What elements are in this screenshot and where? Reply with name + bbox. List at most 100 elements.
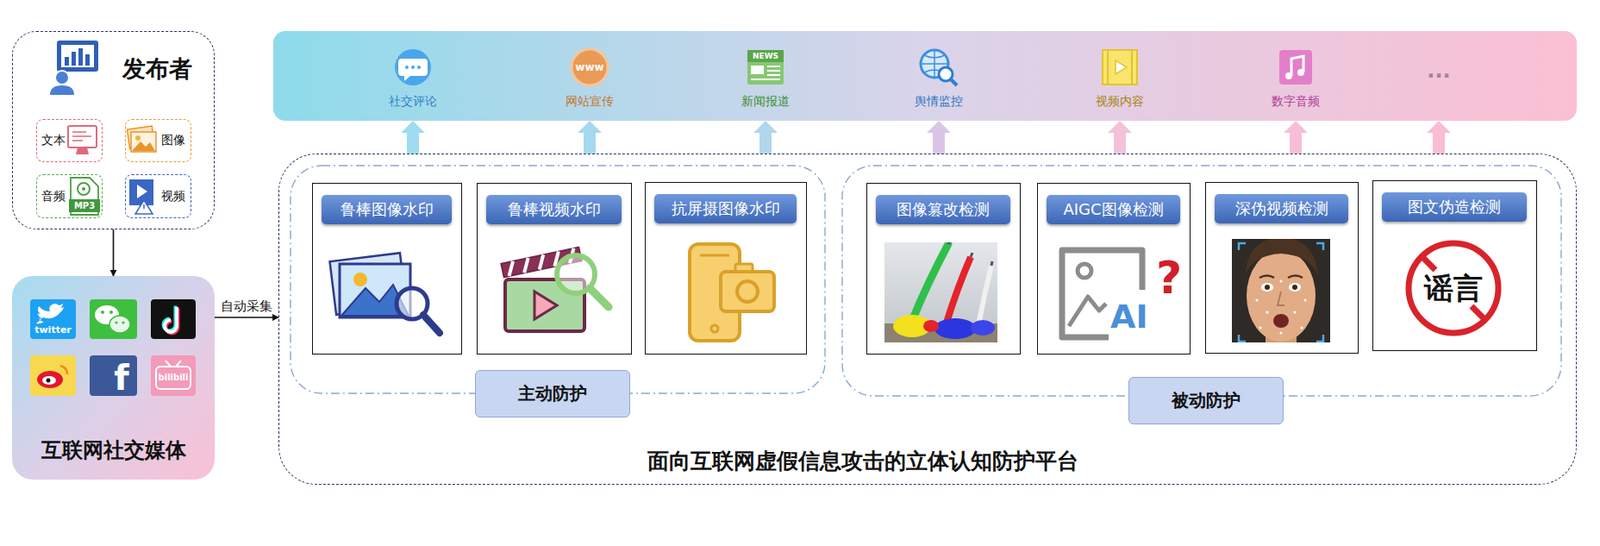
tiktok-logo xyxy=(150,299,196,339)
tampered-photo xyxy=(884,242,998,343)
twitter-logo xyxy=(30,299,76,339)
output-band xyxy=(273,31,1577,121)
web-icon xyxy=(571,49,608,86)
video-watermark-illustration xyxy=(589,287,609,307)
weibo-logo xyxy=(42,375,57,385)
twitter-logo xyxy=(36,303,64,324)
tiktok-logo xyxy=(164,306,177,332)
deepfake-face xyxy=(1266,311,1269,314)
group-title: 被动防护 xyxy=(1128,376,1284,425)
monitor-icon xyxy=(950,79,957,86)
deepfake-face xyxy=(1273,313,1289,328)
deepfake-face xyxy=(1280,280,1283,283)
screen-shoot-illustration xyxy=(711,325,719,332)
output-channel-item: 视频内容 xyxy=(1063,44,1176,121)
deepfake-face xyxy=(1261,282,1274,292)
card-title: 鲁棒视频水印 xyxy=(486,194,622,225)
media-type-box: 音频 xyxy=(36,174,103,219)
output-band xyxy=(273,31,1577,121)
node-label: 文本 xyxy=(41,119,69,161)
icon-text: NEWS xyxy=(748,51,783,62)
audio-file-icon xyxy=(81,187,86,191)
output-arrow xyxy=(1107,120,1132,154)
output-channel-item: 社交评论 xyxy=(356,44,469,121)
platform-box: 面向互联网虚假信息攻击的立体认知防护平台主动防护鲁棒图像水印鲁棒视频水印抗屏摄图… xyxy=(278,153,1577,485)
deepfake-face xyxy=(1293,311,1297,314)
news-icon xyxy=(747,50,784,63)
node-label: 视频 xyxy=(161,175,189,217)
output-arrow xyxy=(400,120,425,154)
text-file-icon xyxy=(75,147,89,155)
node-label: 视频内容 xyxy=(1063,91,1176,111)
deepfake-face xyxy=(1256,299,1259,302)
node-label: 互联网社交媒体 xyxy=(12,432,215,468)
prohibition-sign xyxy=(1408,243,1499,333)
deepfake-face xyxy=(1292,284,1298,290)
tampered-photo xyxy=(884,239,998,343)
deepfake-face xyxy=(1246,250,1316,342)
video-watermark-illustration xyxy=(534,291,557,319)
tampered-photo xyxy=(884,242,998,343)
deepfake-face xyxy=(1259,275,1303,279)
node-label: 发布者 xyxy=(106,50,208,88)
news-icon xyxy=(747,50,784,85)
video-file-icon xyxy=(137,184,148,199)
wechat-logo xyxy=(89,299,138,339)
wechat-logo xyxy=(109,315,131,333)
audio-icon xyxy=(1297,68,1305,76)
media-type-box: 文本 xyxy=(36,118,103,163)
logo-wordmark: bilibili xyxy=(156,370,191,385)
node-label: 数字音频 xyxy=(1239,91,1352,111)
text-file-icon xyxy=(68,125,97,148)
card-title: AIGC图像检测 xyxy=(1046,194,1181,225)
media-type-box: 视频 xyxy=(125,174,192,219)
function-card: 深伪视频检测 xyxy=(1205,181,1359,354)
facebook-logo xyxy=(89,355,138,396)
card-title: 图像篡改检测 xyxy=(875,194,1011,225)
tiktok-logo xyxy=(150,299,196,339)
edge-label: 自动采集 xyxy=(218,298,275,314)
bilibili-logo xyxy=(150,355,196,396)
video-file-icon xyxy=(129,179,154,206)
news-icon xyxy=(750,65,764,75)
wechat-logo xyxy=(114,320,118,324)
prohibition-sign xyxy=(1408,243,1499,333)
logo-wordmark: f xyxy=(108,355,135,400)
deepfake-face xyxy=(1304,299,1307,302)
screen-shoot-illustration xyxy=(720,271,775,312)
deepfake-face xyxy=(1280,331,1283,335)
function-card: 鲁棒视频水印 xyxy=(476,182,632,355)
aigc-image-icon xyxy=(1077,263,1092,278)
video-icon xyxy=(1115,60,1127,75)
tampered-photo xyxy=(934,318,976,339)
social-media-ground xyxy=(12,275,215,480)
group-title: 主动防护 xyxy=(475,369,631,418)
function-card: 抗屏摄图像水印 xyxy=(644,181,807,355)
output-channel-item: ... xyxy=(1382,44,1495,121)
output-channel-item: 网站宣传 xyxy=(533,44,646,121)
screen-shoot-illustration xyxy=(689,243,775,341)
screen-shoot-illustration xyxy=(700,254,730,257)
node-label: 面向互联网虚假信息攻击的立体认知防护平台 xyxy=(604,445,1122,477)
output-arrow xyxy=(1283,120,1308,154)
comment-icon xyxy=(405,65,409,69)
flow-arrow xyxy=(214,316,279,319)
comment-icon xyxy=(411,65,415,69)
audio-file-icon xyxy=(68,177,100,215)
audio-file-icon xyxy=(68,199,100,213)
social-media-ground xyxy=(12,275,215,480)
deepfake-face xyxy=(1231,238,1331,343)
facebook-logo xyxy=(89,355,138,396)
icon-text: ? xyxy=(1153,251,1185,304)
audio-icon xyxy=(1285,72,1293,80)
deepfake-face xyxy=(1244,238,1319,276)
bilibili-logo xyxy=(150,355,196,396)
image-watermark-illustration xyxy=(353,272,368,287)
publisher-icon xyxy=(85,54,90,66)
node-label: 舆情监控 xyxy=(882,91,995,111)
icon-text: AI xyxy=(1110,296,1156,337)
text-file-icon xyxy=(68,125,97,155)
output-arrow xyxy=(1426,120,1451,154)
tampered-photo xyxy=(912,243,949,321)
